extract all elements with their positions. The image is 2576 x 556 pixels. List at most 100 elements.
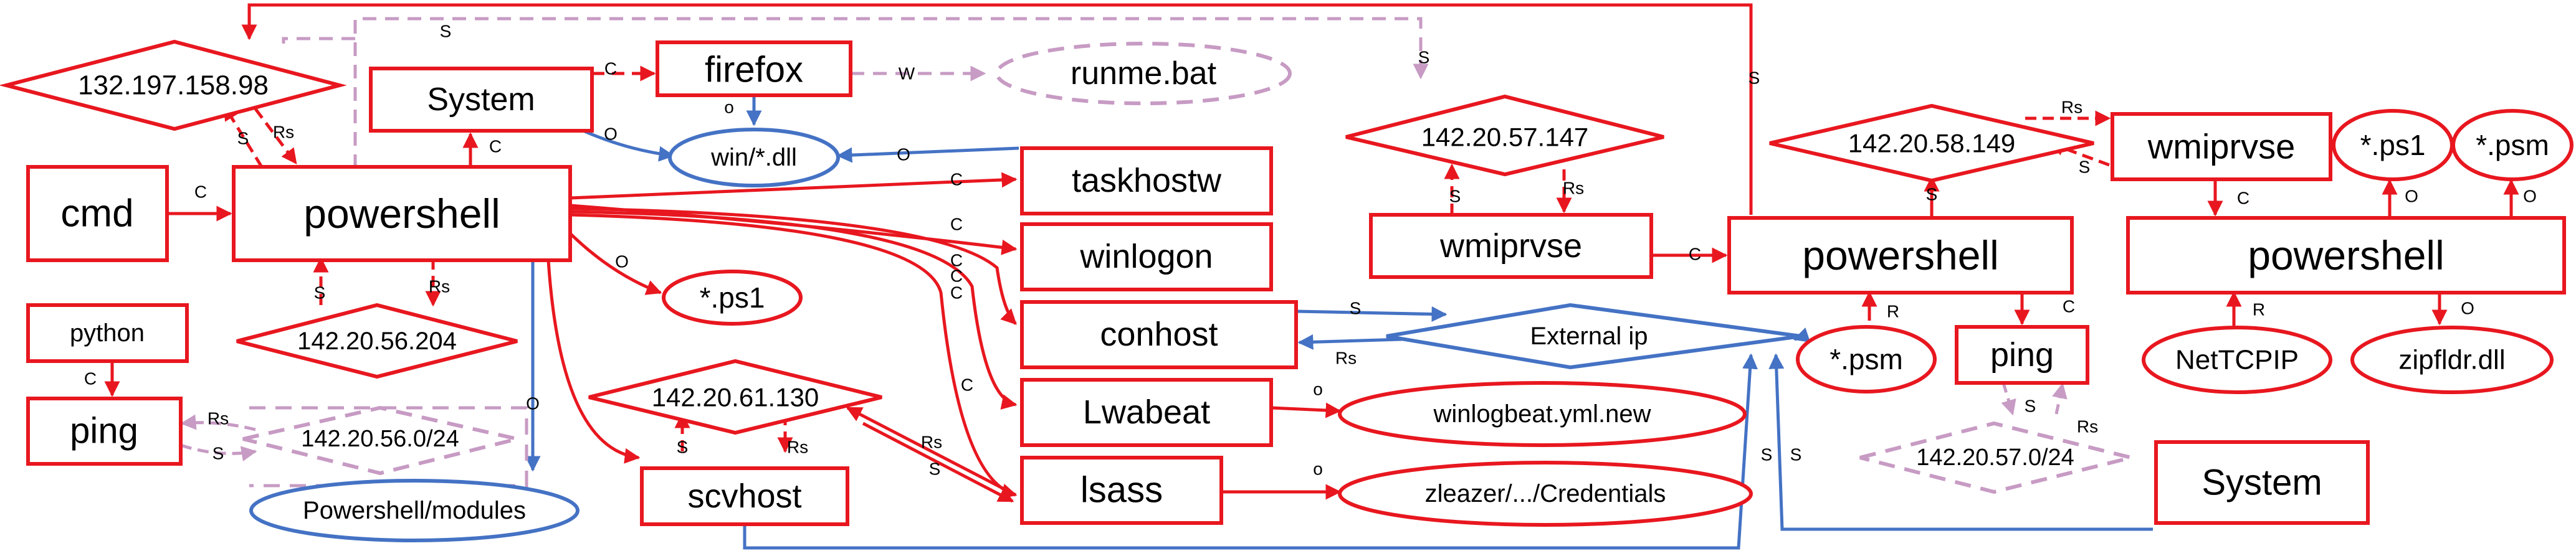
node-zipfldr[interactable]: zipfldr.dll [2350, 326, 2554, 394]
node-lwabeat[interactable]: Lwabeat [1020, 378, 1273, 447]
node-label: ping [1990, 336, 2054, 374]
edge-label-s: S [1748, 68, 1760, 88]
node-label: *.psm [2476, 129, 2549, 161]
node-wmiprvse-mid[interactable]: wmiprvse [1369, 213, 1653, 279]
edge-label-rs: Rs [208, 409, 229, 428]
node-subnet-142-20-57-0[interactable]: 142.20.57.0/24 [1859, 421, 2132, 494]
edge-label-s: S [1761, 445, 1773, 464]
node-ps-modules[interactable]: Powershell/modules [249, 479, 580, 542]
node-python[interactable]: python [26, 303, 189, 363]
edge-label-rs: Rs [2077, 417, 2098, 436]
edge-ping-subnet57-s [2001, 382, 2016, 416]
node-label: scvhost [687, 478, 801, 515]
edge-label-c: C [950, 283, 963, 303]
node-powershell-right[interactable]: powershell [2126, 216, 2566, 294]
node-system-left[interactable]: System [369, 67, 594, 133]
edge-label-c: C [604, 59, 617, 78]
node-psm-mid[interactable]: *.psm [1796, 325, 1937, 393]
edge-lwabeat-winlogbeat [1271, 402, 1342, 418]
node-label: powershell [303, 191, 500, 237]
node-label: firefox [705, 50, 803, 90]
edge-label-s: S [677, 438, 689, 457]
edge-label-o: O [2461, 299, 2474, 318]
edge-scvhost-external [743, 353, 1758, 550]
node-label: wmiprvse [2147, 127, 2295, 166]
edge-label-rs: Rs [1335, 349, 1357, 368]
node-powershell-mid[interactable]: powershell [1727, 216, 2074, 294]
node-label: 142.20.61.130 [652, 383, 819, 412]
edge-label-rs: Rs [921, 433, 942, 452]
node-ip-142-20-56-204[interactable]: 142.20.56.204 [236, 303, 518, 379]
edge-label-o: O [2523, 187, 2537, 206]
edge-label-s: S [440, 22, 452, 41]
node-runme-bat[interactable]: runme.bat [995, 42, 1292, 105]
edge-powershell-to-142-57-147-dashed [353, 17, 1429, 168]
node-psm-right[interactable]: *.psm [2451, 109, 2574, 181]
edge-ping-subnet56-s [180, 443, 257, 462]
edge-powershell-ps1 [566, 229, 662, 295]
edge-label-c: C [489, 137, 502, 156]
node-winlogon[interactable]: winlogon [1020, 222, 1273, 291]
edge-powershell-lsass [570, 213, 1018, 499]
node-credentials[interactable]: zleazer/.../Credentials [1338, 461, 1753, 527]
node-label: 142.20.57.147 [1421, 123, 1589, 152]
edge-label-c: C [950, 266, 963, 286]
node-subnet-142-20-56-0[interactable]: 142.20.56.0/24 [242, 405, 518, 476]
node-lsass[interactable]: lsass [1020, 456, 1223, 525]
edge-label-s: S [237, 129, 249, 148]
node-label: External ip [1530, 323, 1648, 350]
node-ip-142-20-58-149[interactable]: 142.20.58.149 [1769, 103, 2094, 183]
node-ip-142-20-57-147[interactable]: 142.20.57.147 [1345, 94, 1664, 177]
edge-powershell-conhost [570, 207, 1017, 325]
node-system-right[interactable]: System [2154, 440, 2370, 525]
node-ip-142-20-61-130[interactable]: 142.20.61.130 [588, 359, 882, 435]
edge-label-o-small: o [724, 98, 734, 117]
edge-external-conhost-rs [1297, 334, 1403, 350]
edge-label-o: O [2405, 187, 2418, 206]
node-firefox[interactable]: firefox [656, 40, 852, 97]
node-scvhost[interactable]: scvhost [640, 466, 849, 526]
edge-label-rs: Rs [2061, 98, 2082, 117]
edge-label-s: S [1926, 185, 1938, 204]
node-ping-right[interactable]: ping [1955, 325, 2089, 385]
node-taskhostw[interactable]: taskhostw [1020, 146, 1273, 215]
edge-label-c: C [950, 170, 963, 189]
edge-label-s: S [1449, 187, 1461, 206]
edge-label-s: S [2025, 397, 2036, 416]
node-nettcpip[interactable]: NetTCPIP [2142, 326, 2332, 394]
edge-powershell-lwabeat [570, 210, 1018, 410]
edge-label-c: C [961, 375, 973, 395]
node-ip-132-197-158-98[interactable]: 132.197.158.98 [0, 39, 347, 131]
node-powershell-main[interactable]: powershell [232, 165, 572, 262]
edge-label-s: S [929, 459, 941, 479]
edge-conhost-external-s [1295, 306, 1448, 323]
node-label: ping [70, 411, 138, 451]
node-conhost[interactable]: conhost [1020, 300, 1298, 369]
node-ps1-right[interactable]: *.ps1 [2332, 109, 2454, 181]
edge-powershell-mid-to-132 [241, 3, 1753, 215]
node-wmiprvse-right[interactable]: wmiprvse [2111, 112, 2332, 181]
edge-label-s: S [212, 444, 224, 463]
node-cmd[interactable]: cmd [26, 165, 169, 262]
edge-label-o-small: o [1313, 459, 1323, 479]
edge-label-c: C [2237, 189, 2249, 208]
node-ps1-left[interactable]: *.ps1 [662, 270, 803, 326]
edge-label-w: W [899, 64, 915, 83]
node-label: System [427, 82, 535, 118]
edge-powershell-taskhostw [570, 172, 1018, 200]
edge-label-s: S [2079, 158, 2091, 177]
edge-subnet56-ping-rs [180, 414, 256, 431]
edge-label-c: C [194, 182, 207, 202]
node-winlogbeat-yml[interactable]: winlogbeat.yml.new [1338, 381, 1747, 447]
node-label: 142.20.57.0/24 [1916, 445, 2074, 471]
node-ping-left[interactable]: ping [26, 397, 183, 466]
node-label: 142.20.58.149 [1848, 129, 2016, 158]
node-external-ip[interactable]: External ip [1386, 303, 1801, 370]
node-label: runme.bat [1071, 55, 1217, 92]
edge-label-c: C [1689, 245, 1701, 264]
node-label: conhost [1100, 316, 1218, 353]
node-label: lsass [1080, 470, 1163, 511]
node-label: 142.20.56.204 [297, 327, 457, 355]
node-win-dll[interactable]: win/*.dll [668, 128, 840, 187]
